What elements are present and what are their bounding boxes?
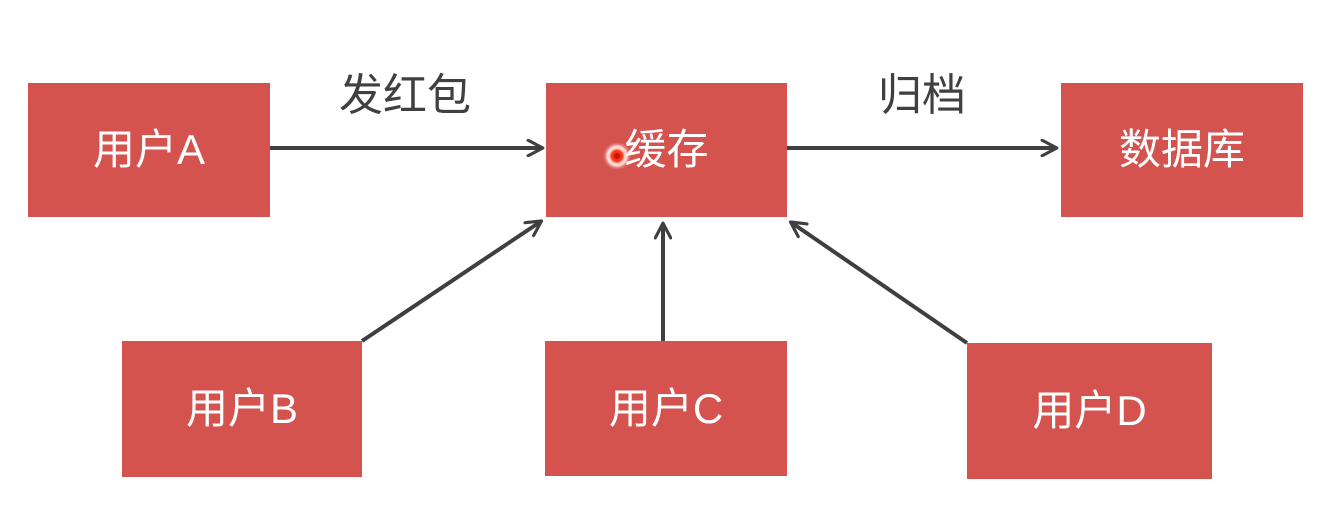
node-user-d-label: 用户D — [1032, 387, 1147, 434]
edge-user-b-to-cache — [360, 222, 540, 343]
node-user-b: 用户B — [122, 341, 362, 477]
node-user-a-label: 用户A — [92, 126, 205, 173]
node-user-a: 用户A — [28, 83, 270, 217]
node-cache-label: 缓存 — [624, 126, 709, 173]
node-cache: 缓存 — [546, 83, 787, 217]
edge-user-d-to-cache — [792, 223, 969, 345]
node-user-b-label: 用户B — [185, 385, 298, 432]
node-user-c-label: 用户C — [608, 384, 724, 432]
edge-label-send-red-packet: 发红包 — [339, 71, 471, 120]
node-database: 数据库 — [1061, 83, 1303, 217]
node-user-c: 用户C — [545, 341, 787, 476]
node-user-d: 用户D — [967, 343, 1212, 479]
edge-label-archive: 归档 — [878, 71, 966, 120]
node-database-label: 数据库 — [1118, 126, 1245, 173]
